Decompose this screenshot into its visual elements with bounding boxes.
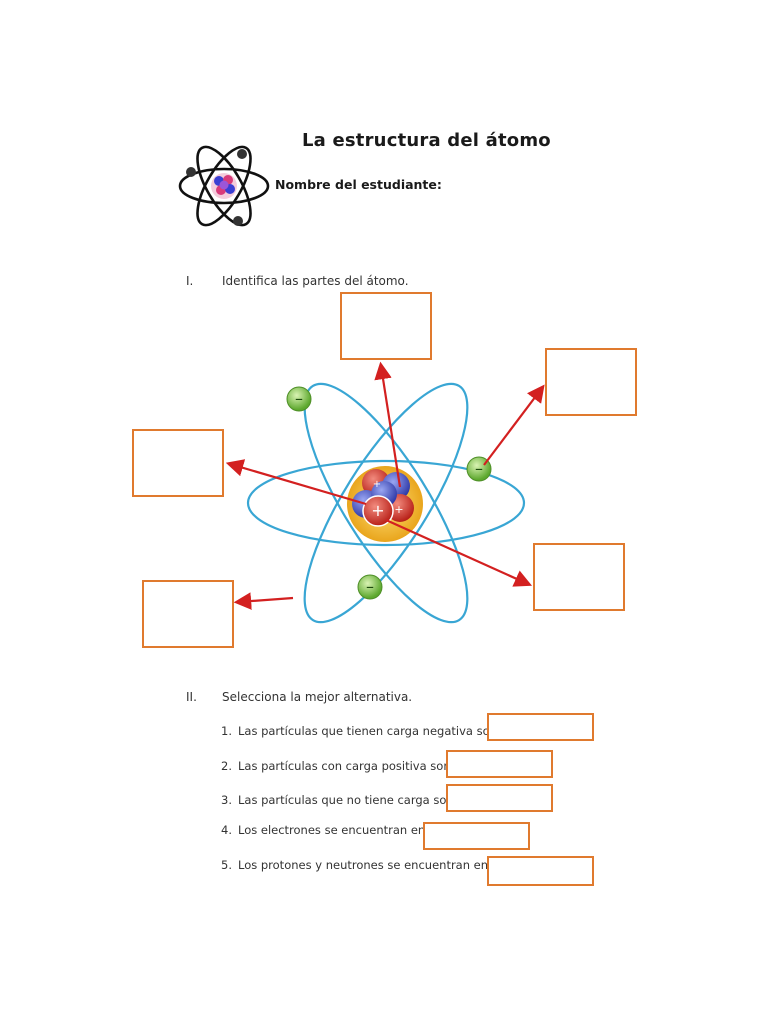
nucleus: + + +	[347, 466, 423, 542]
label-box-left-bottom[interactable]	[142, 580, 234, 648]
question-text: Las partículas con carga positiva son	[237, 759, 451, 773]
answer-box-1[interactable]	[487, 713, 594, 741]
orbits	[246, 382, 526, 624]
question-text: Los protones y neutrones se encuentran e…	[237, 858, 489, 872]
arrow-to-left-box	[225, 459, 367, 506]
question-4: 4. Los electrones se encuentran en	[221, 820, 425, 840]
question-2: 2. Las partículas con carga positiva son	[221, 756, 451, 776]
atom-diagram: + + + – – –	[0, 280, 768, 680]
label-box-top[interactable]	[340, 292, 432, 360]
student-name-label: Nombre del estudiante:	[275, 177, 442, 192]
section-1-instruction: Identifica las partes del átomo.	[222, 274, 409, 288]
question-text: Las partículas que no tiene carga son	[237, 793, 454, 807]
question-1: 1. Las partículas que tienen carga negati…	[221, 721, 497, 741]
electron-symbol: –	[366, 577, 374, 596]
answer-box-5[interactable]	[487, 856, 594, 886]
proton-symbol: +	[371, 501, 384, 520]
question-number: 2.	[221, 759, 232, 773]
electron-symbol: –	[475, 459, 483, 478]
electron-bottom: –	[357, 574, 383, 600]
answer-box-3[interactable]	[446, 784, 553, 812]
label-box-right-bottom[interactable]	[533, 543, 625, 611]
arrow-to-left-bottom-box	[233, 592, 294, 610]
arrow-to-top-box	[374, 361, 402, 488]
question-number: 3.	[221, 793, 232, 807]
answer-box-2[interactable]	[446, 750, 553, 778]
section-1-numeral: I.	[186, 274, 194, 288]
orbit-diagonal-2	[303, 382, 469, 624]
question-text: Los electrones se encuentran en	[237, 823, 426, 837]
section-2-numeral: II.	[186, 690, 197, 704]
question-3: 3. Las partículas que no tiene carga son	[221, 790, 454, 810]
atom-logo-icon	[176, 124, 272, 248]
label-box-right-top[interactable]	[545, 348, 637, 416]
proton-symbol: +	[373, 479, 381, 490]
question-text: Las partículas que tienen carga negativa…	[237, 724, 497, 738]
electron-symbol: –	[295, 389, 303, 408]
question-number: 4.	[221, 823, 232, 837]
arrow-to-right-bottom-box	[385, 518, 533, 587]
question-number: 1.	[221, 724, 232, 738]
page-title: La estructura del átomo	[302, 130, 551, 151]
section-2-instruction: Selecciona la mejor alternativa.	[222, 690, 413, 704]
answer-box-4[interactable]	[423, 822, 530, 850]
label-box-left[interactable]	[132, 429, 224, 497]
orbit-horizontal	[246, 459, 526, 547]
question-number: 5.	[221, 858, 232, 872]
pointer-arrows	[225, 361, 545, 610]
question-5: 5. Los protones y neutrones se encuentran…	[221, 855, 488, 875]
orbit-diagonal-1	[303, 382, 469, 624]
arrow-to-right-top-box	[483, 384, 545, 466]
electron-top-left: –	[286, 386, 312, 412]
proton-symbol: +	[394, 503, 403, 516]
